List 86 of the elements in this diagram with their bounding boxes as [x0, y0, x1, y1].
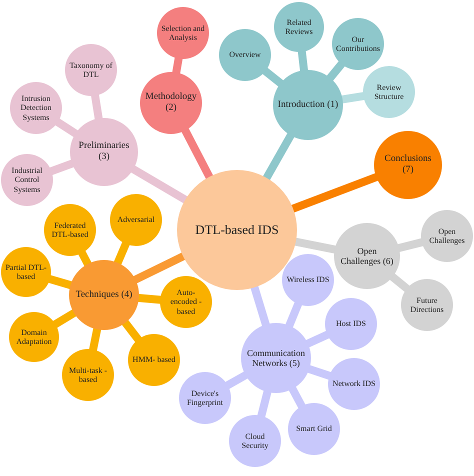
topic-circle	[128, 334, 180, 386]
branch-connector	[224, 371, 248, 390]
branch-connector	[389, 273, 410, 292]
topic-label: Review Structure	[373, 82, 405, 102]
topic-label: Domain Adaptation	[15, 328, 53, 346]
topic-circle	[10, 82, 62, 134]
topic-label: Smart Grid	[296, 424, 332, 434]
topic-circle	[110, 194, 162, 246]
branch-connector	[340, 92, 365, 104]
branch-connector	[52, 309, 77, 328]
branch-connector	[262, 132, 295, 181]
branch-connector	[132, 252, 186, 284]
branch-connector	[397, 238, 424, 252]
topic-circle	[62, 349, 114, 401]
branch-connector	[250, 285, 270, 327]
topic-label: Open Challenges (6)	[340, 246, 394, 266]
topic-circle	[65, 44, 117, 96]
branch-connector	[90, 94, 103, 120]
topic-circle	[229, 415, 281, 467]
branch-connector	[181, 128, 214, 180]
topic-label: Preliminaries (3)	[78, 141, 130, 163]
topic-circle	[44, 204, 96, 256]
topic-label: Techniques (4)	[76, 290, 132, 300]
topic-label: Device's Fingerprint	[186, 388, 224, 408]
topic-circle	[69, 260, 139, 330]
branch-connector	[298, 50, 308, 72]
topic-circle	[160, 276, 212, 328]
branch-connector	[54, 118, 78, 138]
topic-circle	[157, 7, 209, 59]
topic-label: Selection and Analysis	[161, 24, 205, 42]
branch-connector	[285, 302, 302, 328]
topic-label: Overview	[229, 50, 261, 60]
topic-label: Adversarial	[117, 215, 155, 225]
topic-label: Methodology (2)	[144, 92, 198, 114]
topic-label: DTL-based IDS	[195, 222, 279, 238]
topic-circle	[179, 372, 231, 424]
branch-connector	[290, 172, 379, 213]
topic-circle	[273, 70, 343, 140]
branch-connector	[305, 330, 330, 348]
topic-label: Conclusions (7)	[384, 154, 432, 176]
topic-label: Industrial Control Systems	[10, 166, 44, 194]
topic-label: Multi-task -based	[68, 366, 108, 384]
branch-connector	[88, 328, 102, 352]
topic-label: Future Directions	[409, 296, 445, 314]
branch-connector	[78, 250, 92, 267]
branch-connector	[262, 67, 284, 87]
branch-connector	[49, 160, 74, 176]
branch-connector	[114, 241, 130, 266]
topic-circle	[328, 358, 380, 410]
topic-label: Our Contributions	[336, 34, 380, 54]
branch-connector	[288, 386, 306, 409]
topic-circle	[9, 312, 59, 362]
topic-circle	[282, 254, 334, 306]
topic-label: Taxonomy of DTL	[69, 60, 113, 80]
topic-label: HMM- based	[132, 355, 176, 365]
topic-label: Wireless IDS	[286, 275, 330, 285]
topic-label: Partial DTL-based	[5, 262, 47, 282]
topic-circle	[421, 210, 473, 262]
topic-circle	[363, 66, 415, 118]
topic-circle	[1, 154, 53, 206]
branch-connector	[130, 165, 188, 204]
branch-connector	[138, 294, 162, 304]
topic-label: Network IDS	[332, 379, 376, 389]
branch-connector	[294, 238, 336, 254]
topic-label: Cloud Security	[240, 432, 270, 450]
topic-label: Open Challenges	[428, 226, 466, 246]
branch-connector	[48, 274, 73, 290]
topic-label: Host IDS	[336, 319, 366, 329]
topic-label: Auto- encoded -based	[169, 288, 203, 316]
topic-circle	[325, 298, 377, 350]
topic-circle	[274, 2, 324, 52]
topic-circle	[332, 18, 384, 70]
branch-connector	[122, 320, 142, 343]
topic-circle	[1, 247, 51, 297]
branch-connector	[326, 60, 346, 82]
topic-label: Federated DTL-based	[50, 220, 90, 240]
branch-connector	[257, 390, 272, 418]
topic-circle	[401, 279, 453, 331]
branch-connector	[172, 56, 183, 74]
topic-label: Intrusion Detection Systems	[19, 94, 53, 122]
topic-label: Communication Networks (5)	[246, 348, 306, 368]
topic-circle	[288, 403, 340, 455]
topic-circle	[219, 29, 271, 81]
topic-label: Related Reviews	[284, 18, 314, 36]
topic-label: Introduction (1)	[278, 100, 338, 110]
branch-connector	[306, 364, 332, 380]
